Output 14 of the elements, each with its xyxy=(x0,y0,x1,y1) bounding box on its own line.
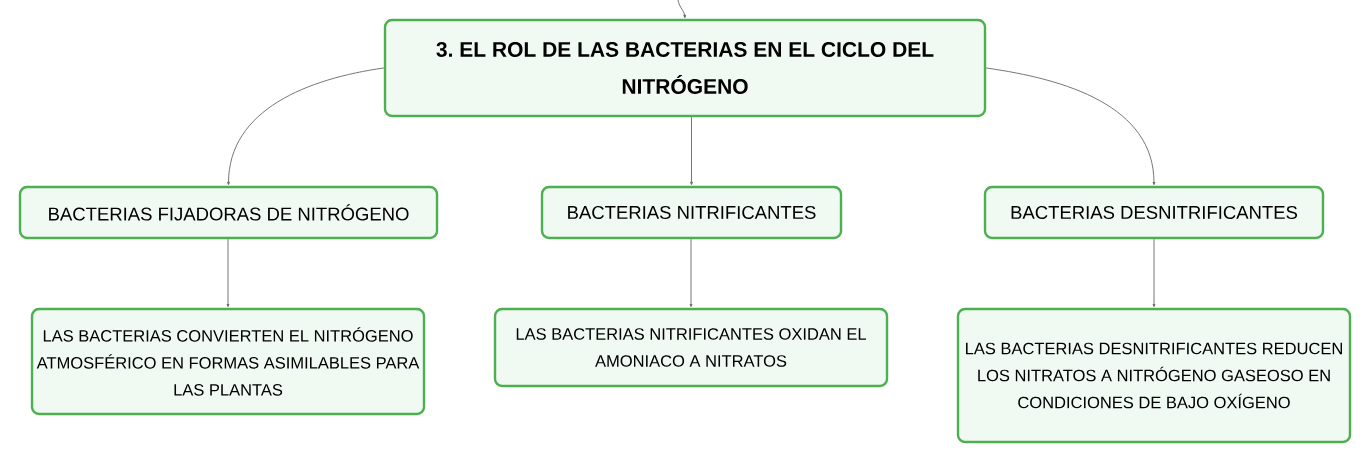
category-box: BACTERIAS NITRIFICANTES xyxy=(540,185,843,240)
arrow xyxy=(1152,238,1156,308)
arrow xyxy=(677,0,687,19)
category-box: BACTERIAS FIJADORAS DE NITRÓGENO xyxy=(18,185,439,240)
arrow xyxy=(226,238,230,308)
arrow xyxy=(227,67,385,186)
description-box: LAS BACTERIAS DESNITRIFICANTES REDUCEN LOS NITRATOS A NITRÓGENO GASEOSO EN CONDICIONES DE BAJO OXÍGENO xyxy=(956,307,1352,444)
category-box: BACTERIAS DESNITRIFICANTES xyxy=(983,185,1325,240)
arrow xyxy=(690,116,693,186)
description-box: LAS BACTERIAS CONVIERTEN EL NITRÓGENO ATMOSFÉRICO EN FORMAS ASIMILABLES PARA LAS PLANTAS xyxy=(30,307,426,416)
description-box: LAS BACTERIAS NITRIFICANTES OXIDAN EL AMONIACO A NITRATOS xyxy=(493,307,889,388)
arrow xyxy=(985,67,1156,186)
arrow xyxy=(689,238,693,308)
title-box: 3. EL ROL DE LAS BACTERIAS EN EL CICLO DEL NITRÓGENO xyxy=(383,18,987,118)
